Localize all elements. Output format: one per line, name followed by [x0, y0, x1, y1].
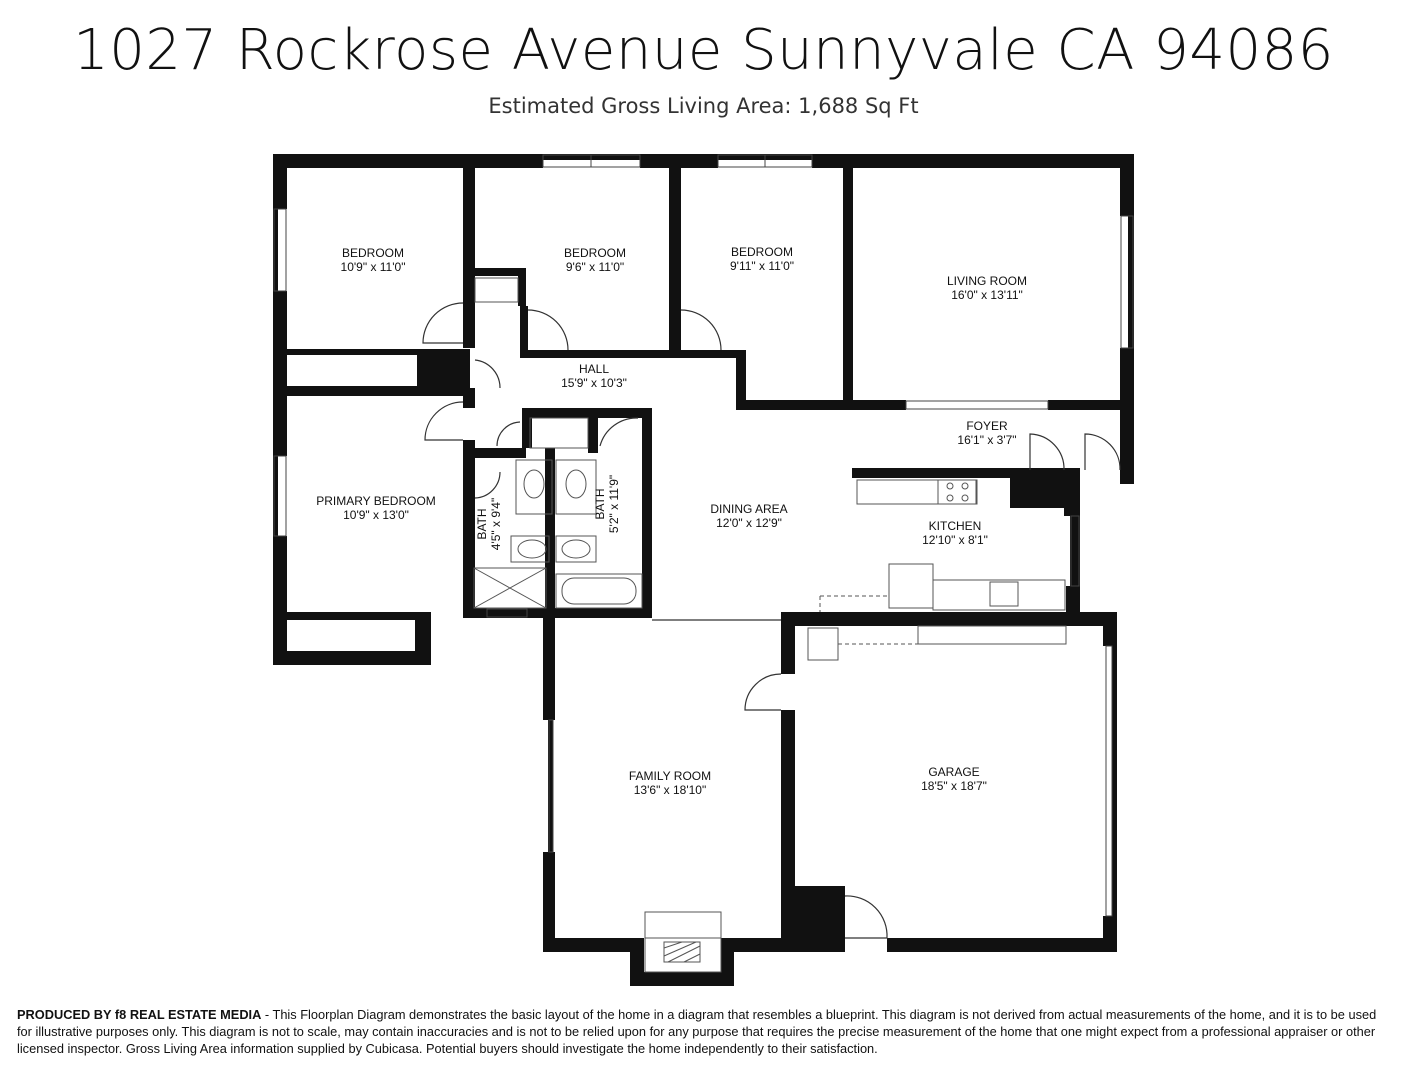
- page-title: 1027 Rockrose Avenue Sunnyvale CA 94086: [73, 18, 1334, 83]
- room-family-room-size: 13'6" x 18'10": [634, 783, 707, 797]
- room-bath-1-size: 4'5" x 9'4": [489, 498, 503, 550]
- room-bedroom-3-name: BEDROOM: [731, 245, 793, 259]
- room-dining-area-name: DINING AREA: [710, 502, 787, 516]
- room-bedroom-3-size: 9'11" x 11'0": [730, 259, 794, 273]
- room-living-room-size: 16'0" x 13'11": [951, 288, 1023, 302]
- fixtures: [473, 277, 1067, 973]
- room-bath-2-name: BATH: [593, 488, 607, 519]
- room-primary-bedroom-name: PRIMARY BEDROOM: [316, 494, 436, 508]
- room-bedroom-2-name: BEDROOM: [564, 246, 626, 260]
- disclaimer: PRODUCED BY f8 REAL ESTATE MEDIA - This …: [17, 1006, 1392, 1057]
- room-bath-1-name: BATH: [475, 508, 489, 539]
- room-labels: BEDROOM 10'9" x 11'0" BEDROOM 9'6" x 11'…: [316, 245, 1027, 797]
- room-kitchen-name: KITCHEN: [929, 519, 982, 533]
- room-hall-name: HALL: [579, 362, 609, 376]
- room-dining-area-size: 12'0" x 12'9": [716, 516, 782, 530]
- room-primary-bedroom-size: 10'9" x 13'0": [343, 508, 409, 522]
- disclaimer-text: - This Floorplan Diagram demonstrates th…: [17, 1007, 1377, 1056]
- room-bedroom-2-size: 9'6" x 11'0": [566, 260, 624, 274]
- living-area-subtitle: Estimated Gross Living Area: 1,688 Sq Ft: [488, 94, 919, 118]
- windows: [273, 154, 1134, 917]
- room-bath-2-size: 5'2" x 11'9": [607, 475, 621, 533]
- room-foyer-size: 16'1" x 3'7": [957, 433, 1016, 447]
- room-kitchen-size: 12'10" x 8'1": [922, 533, 988, 547]
- disclaimer-producer: PRODUCED BY f8 REAL ESTATE MEDIA: [17, 1007, 262, 1022]
- room-foyer-name: FOYER: [966, 419, 1008, 433]
- room-bedroom-1-size: 10'9" x 11'0": [341, 260, 406, 274]
- doors: [422, 302, 1121, 939]
- room-bedroom-1-name: BEDROOM: [342, 246, 404, 260]
- room-living-room-name: LIVING ROOM: [947, 274, 1027, 288]
- floorplan-diagram: BEDROOM 10'9" x 11'0" BEDROOM 9'6" x 11'…: [273, 154, 1134, 986]
- room-garage-name: GARAGE: [928, 765, 979, 779]
- room-family-room-name: FAMILY ROOM: [629, 769, 711, 783]
- room-garage-size: 18'5" x 18'7": [921, 779, 987, 793]
- room-hall-size: 15'9" x 10'3": [561, 376, 627, 390]
- walls: [273, 154, 1134, 986]
